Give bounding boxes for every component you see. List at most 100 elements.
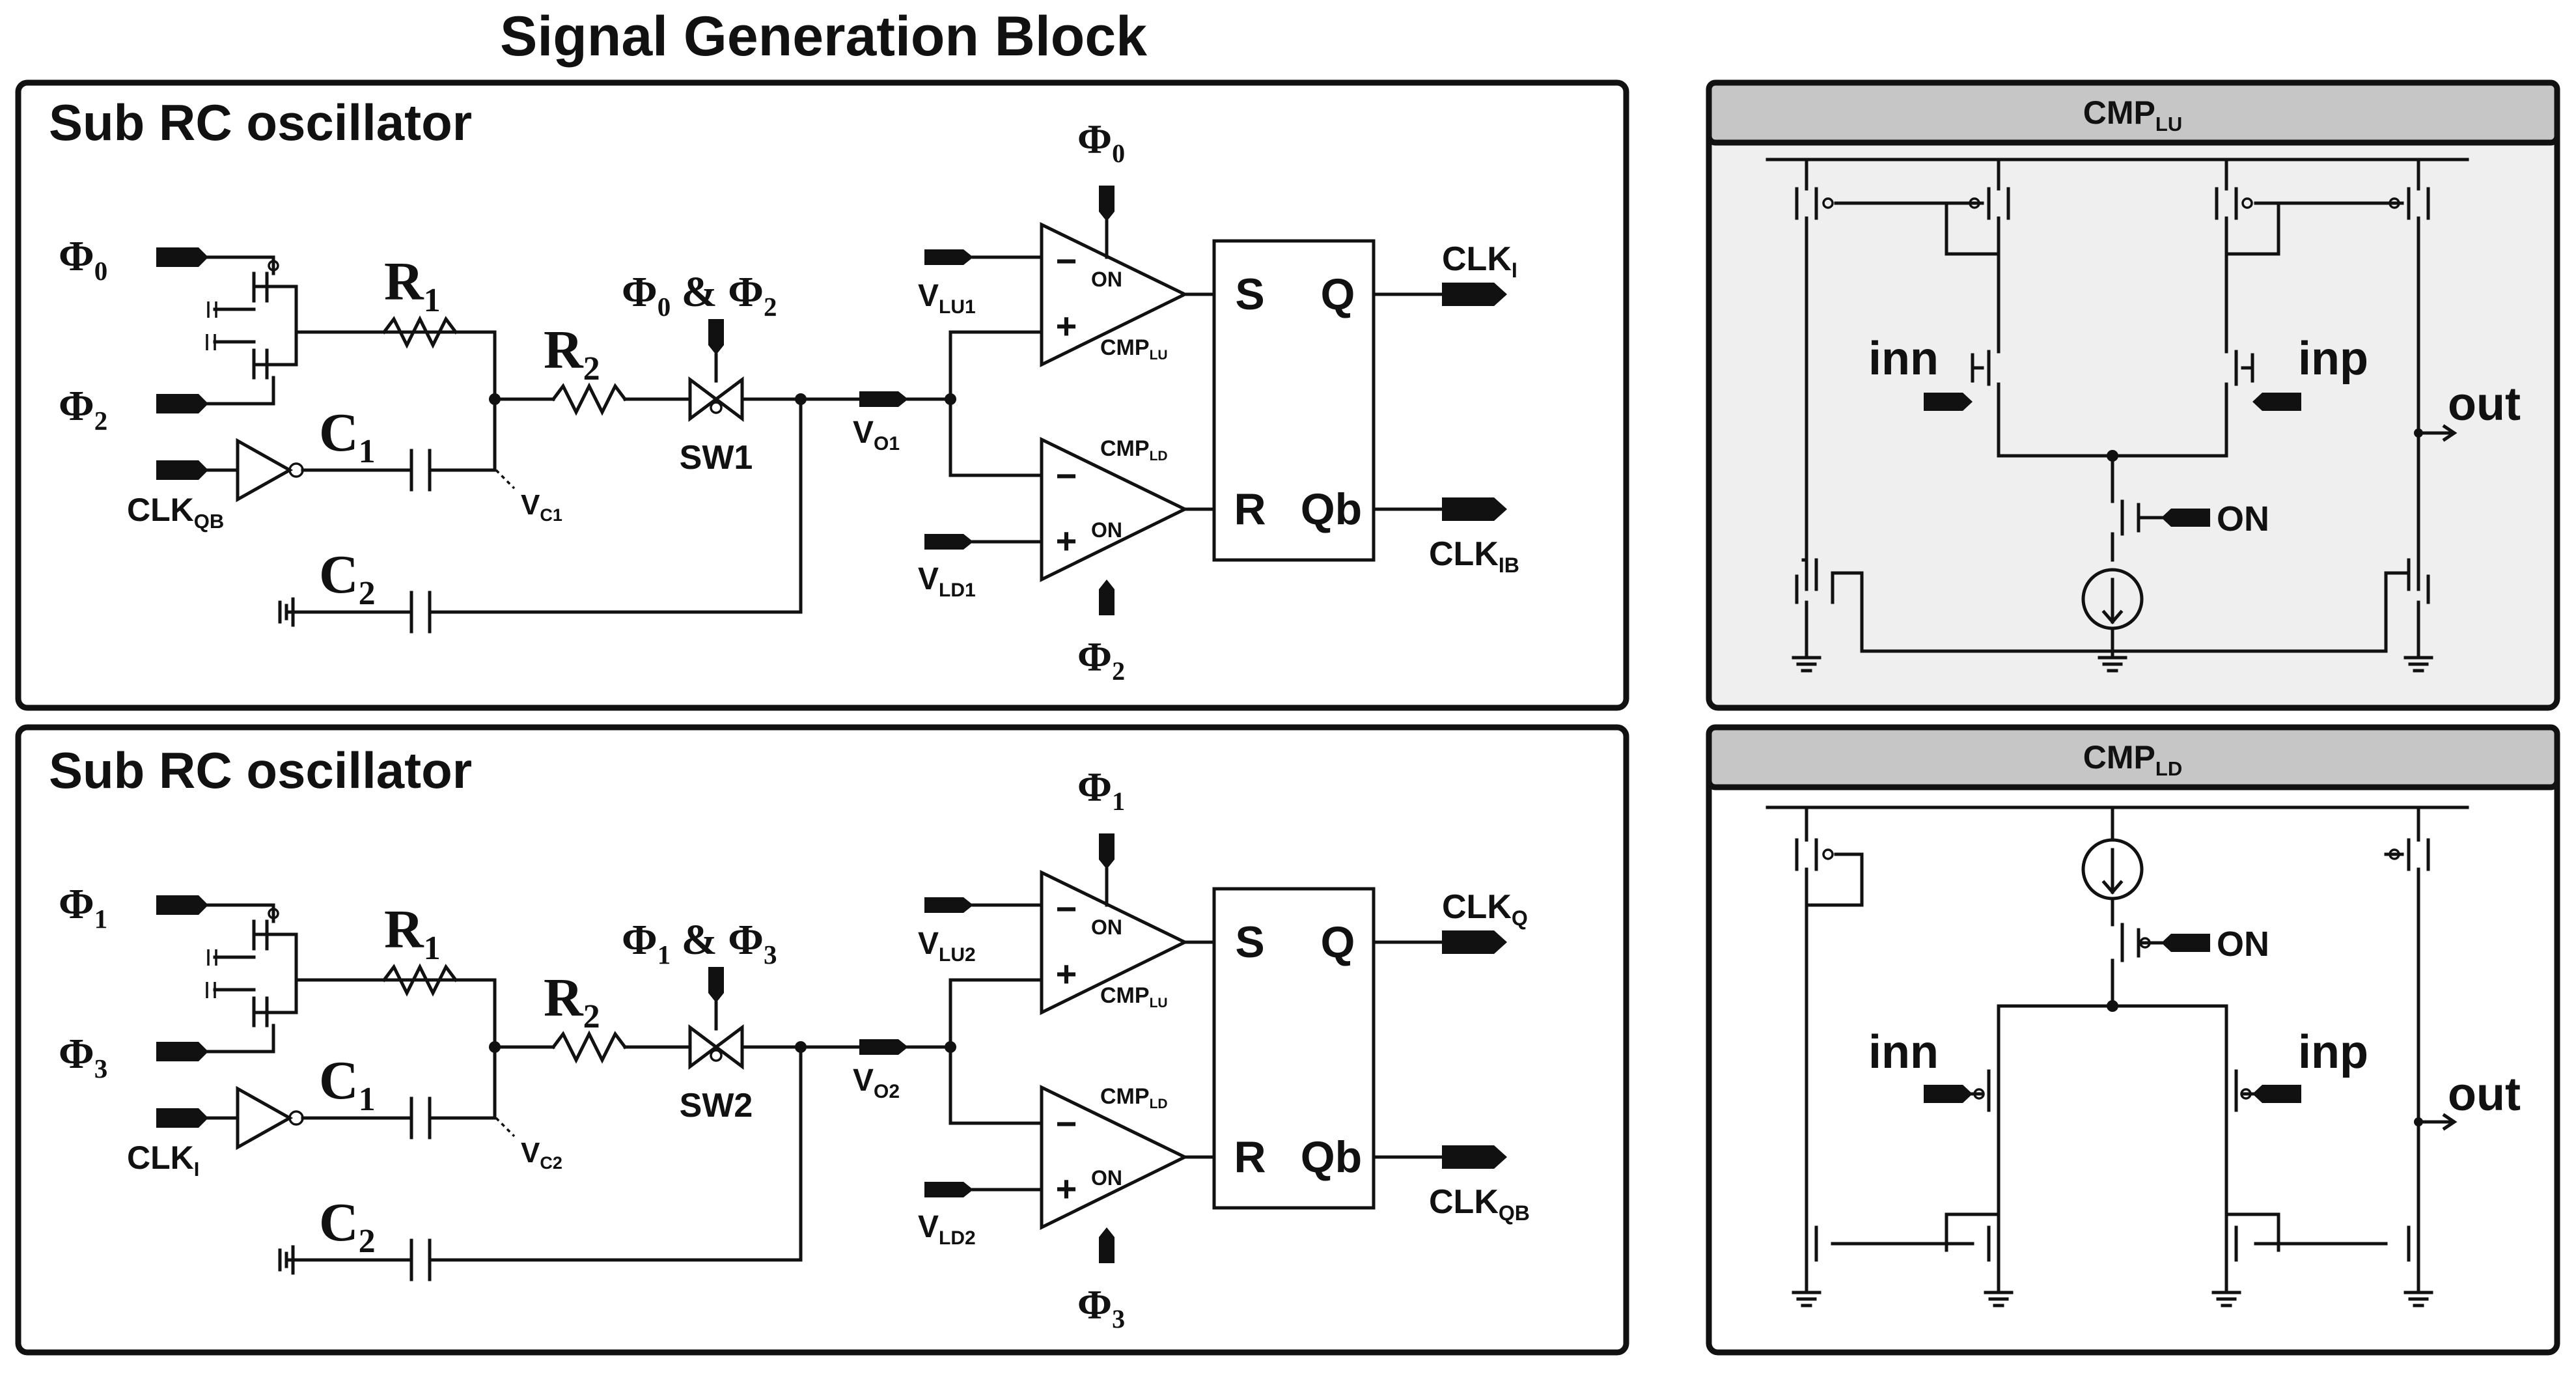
osc1-out-q-part: I [1512,258,1517,282]
osc1-sw-name: SW1 [680,439,753,477]
osc2-vlu-part: LU2 [939,944,976,966]
osc2-phase-a: Φ1 [59,880,107,934]
osc2-c1-part: C [319,1050,359,1111]
osc2-phi-bot-part: 3 [1112,1304,1125,1334]
osc2-r2: R2 [544,968,600,1035]
osc1-r2-part: 2 [583,350,600,387]
osc2-vld-part: V [918,1210,939,1244]
osc1-vc-part: V [521,489,540,521]
osc2-cmp-top-label-part: LU [1150,996,1168,1011]
osc1-sw-control-part: Φ [622,268,658,316]
osc2-cmp-bot-label-part: LD [1150,1097,1168,1111]
osc1-vlu-part: V [918,279,939,313]
osc2-phase-a-part: 1 [94,904,108,934]
osc1-r1: R1 [384,251,441,319]
osc1-cmp-top-minus-part: − [1056,240,1077,281]
osc1-sr-r-part: R [1234,484,1266,534]
osc1-vo: VO1 [853,415,900,454]
osc1-clk-in: CLKQB [127,492,224,533]
cmp1-out-part: out [2448,378,2521,430]
osc1-cmp-top-on: ON [1091,268,1122,291]
osc2-vld-part: LD2 [939,1227,976,1249]
diagram-title: Signal Generation Block [500,5,1147,68]
osc1-vo-part: O1 [874,433,900,454]
cmp1-header-part: LU [2155,113,2182,135]
osc2-phase-b: Φ3 [59,1030,107,1083]
osc1-cmp-top-label-part: CMP [1100,335,1150,360]
osc1-cmp-bot-label: CMPLD [1100,436,1168,464]
osc2-cmp-top-minus-part: − [1056,888,1077,929]
osc2-cmp-bot-plus: + [1056,1168,1077,1209]
osc1-vld-part: V [918,562,939,596]
osc2-cmp-top-plus: + [1056,953,1077,994]
osc2-r1: R1 [384,899,441,967]
osc2-sw-name: SW2 [680,1087,753,1125]
osc2-vlu: VLU2 [918,927,976,966]
osc1-out-qb-part: IB [1499,553,1519,577]
cmp1-inn-part: inn [1868,333,1939,385]
oscillator-panel-2 [15,724,1629,1356]
osc2-phi-top-part: 1 [1112,787,1125,816]
cmp2-on: ON [2217,925,2269,964]
osc2-r2-part: 2 [583,998,600,1035]
osc1-r2-part: R [544,320,584,380]
cmp2-inn-pin [1924,1085,1973,1103]
cmp1-out: out [2448,378,2521,430]
cmp2-header-part: CMP [2083,739,2155,775]
osc2-vlu-part: V [918,927,939,961]
osc2-phi-top-part: Φ [1077,764,1112,810]
cmp1-inp: inp [2298,333,2368,385]
cmp2-inp-pin [2252,1085,2301,1103]
osc1-sw-control: Φ0 & Φ2 [622,268,777,322]
osc2-phase-b-part: Φ [59,1030,94,1078]
osc2-vld: VLD2 [918,1210,976,1249]
osc2-sw-name-part: SW2 [680,1087,753,1125]
cmp2-on-part: ON [2217,925,2269,964]
osc2-heading: Sub RC oscillator [49,742,472,799]
cmp2-header-part: LD [2155,757,2182,780]
osc2-cmp-top-on-part: ON [1091,915,1122,939]
osc2-phase-a-part: Φ [59,880,94,928]
osc2-sr-r: R [1234,1132,1266,1182]
osc1-phi-bot: Φ2 [1077,634,1125,686]
osc2-cmp-top-plus-part: + [1056,953,1077,994]
osc2-out-qb-part: CLK [1429,1183,1499,1221]
osc2-sr-qb: Qb [1301,1132,1362,1182]
osc2-cmp-top-label-part: CMP [1100,983,1150,1008]
osc2-out-q: CLKQ [1442,888,1528,930]
osc2-cmp-bot-minus-part: − [1056,1103,1077,1144]
cmp2-header: CMPLD [2083,739,2182,780]
cmp2-out: out [2448,1069,2521,1121]
osc2-vc-part: V [521,1137,540,1169]
osc2-c2-part: C [319,1192,359,1253]
osc1-phase-b-part: Φ [59,382,94,430]
osc2-heading-part: Sub RC oscillator [49,742,472,799]
osc1-sr-r: R [1234,484,1266,534]
osc2-r1-part: 1 [424,930,441,967]
osc1-cmp-top-label-part: LU [1150,348,1168,363]
osc1-cmp-top-plus-part: + [1056,305,1077,346]
osc1-phase-b: Φ2 [59,382,107,436]
cmp2-inp: inp [2298,1026,2368,1078]
osc1-sr-s: S [1235,270,1264,319]
osc1-sw-control-part: 2 [764,292,777,322]
cmp2-out-part: out [2448,1069,2521,1121]
osc1-out-qb: CLKIB [1429,535,1519,577]
osc2-vo-part: O2 [874,1081,900,1102]
osc1-cmp-bot-minus: − [1056,455,1077,496]
osc1-phase-b-part: 2 [94,406,108,436]
osc1-c2: C2 [319,544,376,612]
osc1-clk-in-part: QB [194,510,225,533]
osc2-cmp-top-label: CMPLU [1100,983,1168,1011]
osc2-cmp-top-minus: − [1056,888,1077,929]
cmp1-inn: inn [1868,333,1939,385]
osc2-out-q-part: Q [1512,906,1528,930]
cmp1-header: CMPLU [2083,94,2182,135]
osc1-cmp-bot-plus: + [1056,520,1077,561]
osc2-sw-control-part: 1 [658,940,671,970]
cmp2-inn: inn [1868,1026,1939,1078]
osc1-c1-part: 1 [359,433,376,470]
osc2-sr-q-part: Q [1321,917,1355,967]
osc2-phi-bot: Φ3 [1077,1281,1125,1334]
